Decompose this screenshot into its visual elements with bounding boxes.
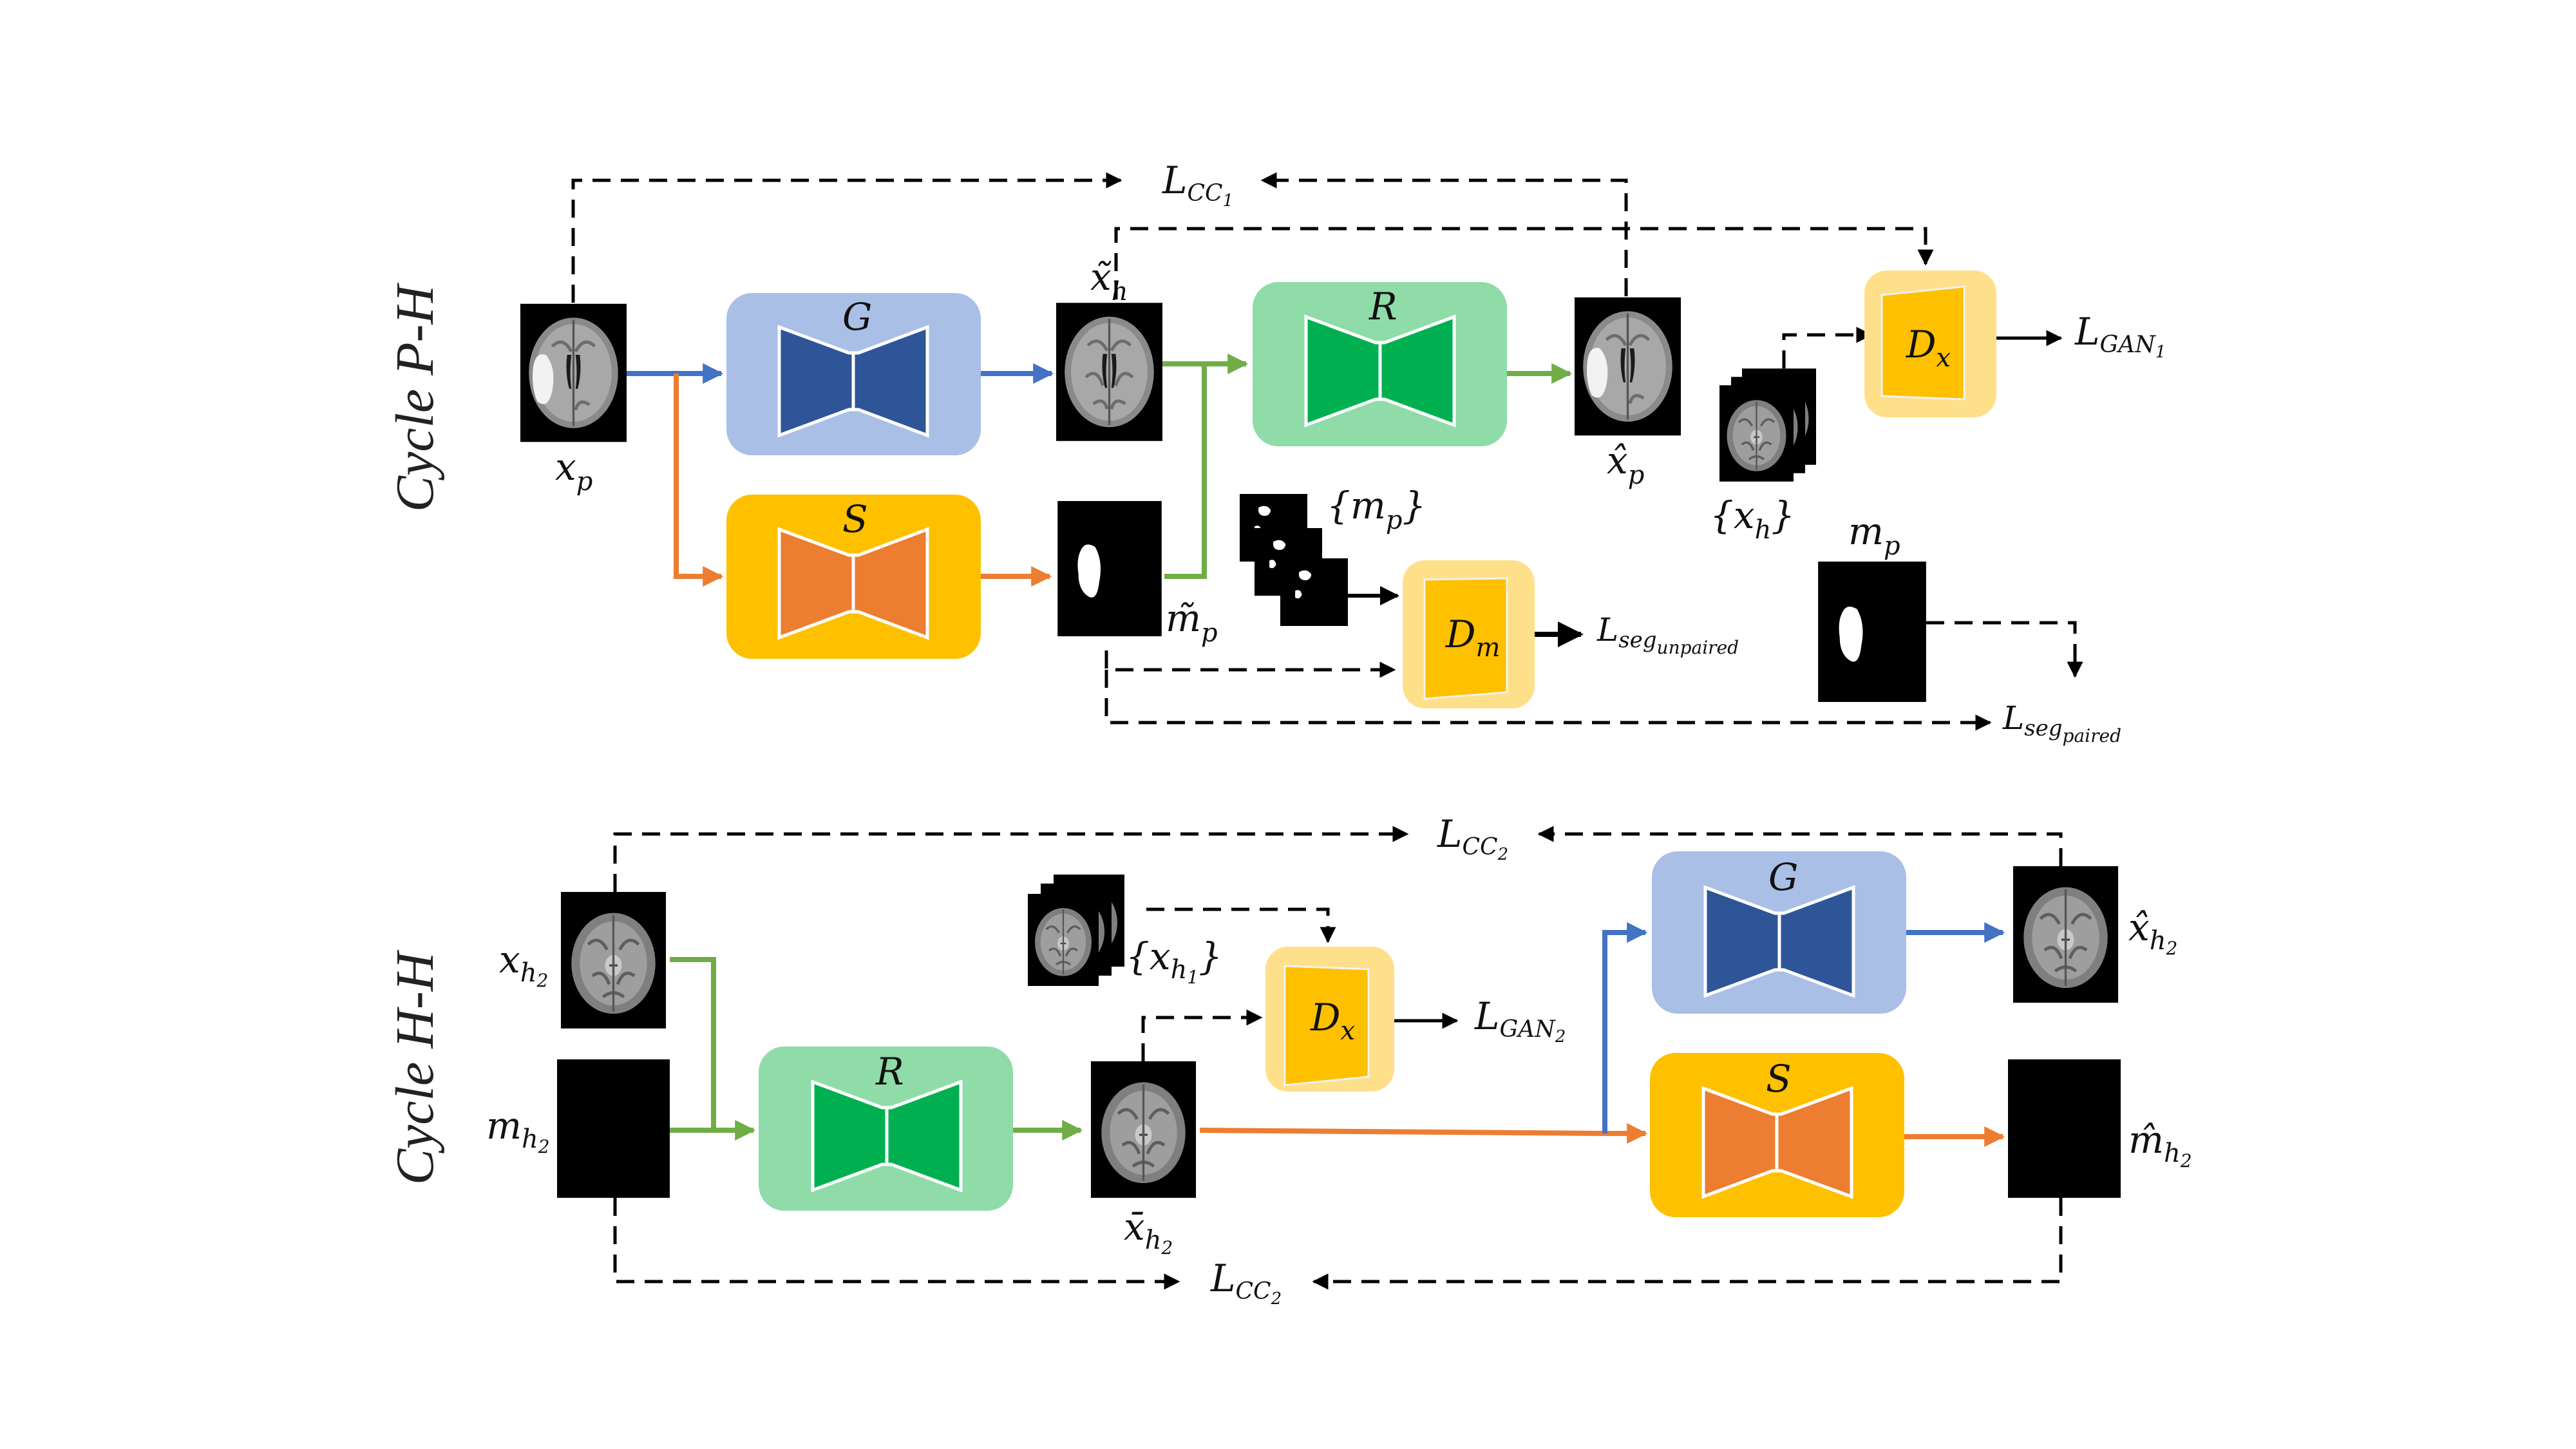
net-label-r-top: R [1368, 285, 1397, 328]
arrow-x-bar-h2-to-g [1602, 922, 1648, 1133]
label-set-x-h1: {xh1} [1126, 934, 1222, 988]
label-x-p-hat: x̂p [1607, 439, 1644, 490]
arrow-m-p-tilde-to-r [1164, 354, 1249, 579]
dashed-m-hat-h2-to-lcc2 [1312, 1198, 2063, 1290]
label-x-bar-h2: x̄h2 [1124, 1205, 1173, 1258]
net-label-s-bottom: S [1766, 1057, 1792, 1101]
loss-l-gan2: LGAN2 [1474, 994, 1566, 1046]
image-x-h2 [561, 892, 666, 1028]
loss-l-gan1: LGAN1 [2074, 310, 2166, 362]
dashed-x-hat-h2-to-lcc2 [1537, 826, 2063, 866]
discriminator-dm: Dm [1403, 560, 1535, 708]
image-x-p-hat [1575, 298, 1681, 436]
discriminator-dx-bottom: Dx [1265, 947, 1394, 1092]
svg-text:Dm: Dm [1445, 612, 1500, 663]
svg-text:Dx: Dx [1310, 996, 1355, 1046]
loss-l-cc2-top: LCC2 [1437, 812, 1508, 864]
dashed-m-p-tilde-to-lseg-paired [1104, 670, 1992, 731]
loss-l-cc1: LCC1 [1162, 158, 1233, 211]
net-label-s-top: S [842, 497, 868, 541]
net-label-g-bottom: G [1768, 855, 1798, 899]
dashed-m-h2-to-lcc2 [613, 1198, 1180, 1290]
discriminator-dx-top: Dx [1864, 270, 1996, 417]
label-x-h-tilde: x̃h [1090, 255, 1128, 307]
loss-l-cc2-bottom: LCC2 [1210, 1256, 1282, 1309]
arrow-x-bar-h2-to-s [1199, 1123, 1648, 1144]
dashed-xphat-to-lcc1 [1260, 172, 1628, 296]
arrow-x-h2-to-r [670, 957, 716, 1130]
image-x-bar-h2 [1091, 1061, 1196, 1198]
label-set-x-h: {xh} [1710, 493, 1795, 545]
net-label-g-top: G [842, 295, 872, 339]
cycle-label-bottom: Cycle H-H [385, 949, 445, 1185]
dashed-m-p-to-lseg-paired [1926, 621, 2083, 678]
svg-text:Dx: Dx [1906, 323, 1951, 373]
dashed-xp-to-lcc1 [571, 172, 1122, 303]
dashed-x-h2-to-lcc2 [613, 826, 1409, 892]
stack-x-h1 [1027, 875, 1125, 986]
dashed-x-h-tilde-to-dx [1114, 227, 1934, 299]
image-x-hat-h2 [2013, 866, 2118, 1003]
label-x-hat-h2: x̂h2 [2128, 905, 2177, 959]
cycle-label-top: Cycle P-H [385, 283, 445, 512]
label-m-p-tilde: m̃p [1166, 596, 1218, 648]
segmenter-s-top: S [726, 495, 981, 659]
stack-x-h [1719, 368, 1816, 482]
image-m-p [1818, 562, 1926, 702]
image-m-h2 [557, 1059, 670, 1198]
arrow-xp-to-s [674, 374, 724, 587]
image-x-h-tilde [1056, 303, 1162, 441]
label-m-p: mp [1848, 509, 1900, 561]
generator-g-top: G [726, 293, 981, 455]
image-x-p [520, 304, 627, 442]
dashed-x-bar-h2-to-dx [1141, 1009, 1263, 1061]
segmenter-s-bottom: S [1650, 1053, 1904, 1217]
loss-l-seg-paired: Lsegpaired [2002, 699, 2121, 746]
image-m-p-tilde [1057, 501, 1162, 636]
dashed-set-x-h-to-dx [1782, 327, 1873, 368]
reconstructor-r-top: R [1253, 282, 1507, 446]
label-m-hat-h2: m̂h2 [2128, 1118, 2192, 1171]
label-x-p: xp [555, 445, 592, 497]
label-m-h2: mh2 [486, 1104, 550, 1157]
dashed-m-p-tilde-to-dm [1104, 650, 1396, 678]
label-set-m-p: {mp} [1327, 484, 1426, 535]
reconstructor-r-bottom: R [759, 1046, 1013, 1211]
label-x-h2: xh2 [499, 938, 548, 991]
dashed-set-x-h1-to-dx [1146, 907, 1336, 943]
generator-g-bottom: G [1652, 851, 1906, 1014]
loss-l-seg-unpaired: Lsegunpaired [1596, 611, 1739, 658]
image-m-hat-h2 [2008, 1059, 2121, 1198]
net-label-r-bottom: R [875, 1050, 904, 1094]
